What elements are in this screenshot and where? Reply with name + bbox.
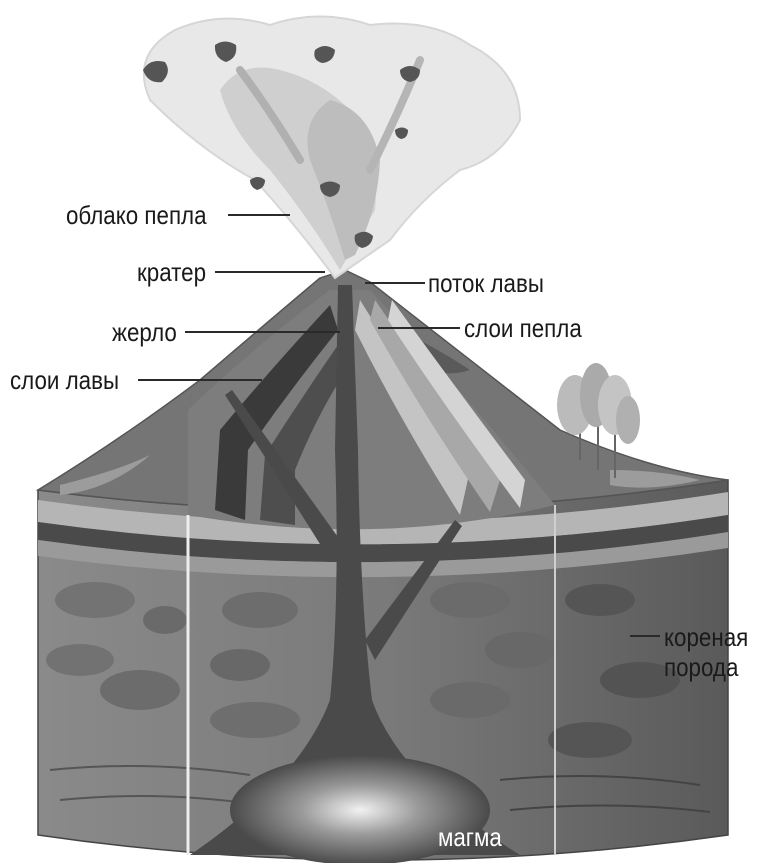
label-lava-layers: слои лавы: [10, 365, 119, 395]
label-vent: жерло: [112, 317, 177, 347]
label-bedrock-line1: кореная: [664, 622, 748, 652]
label-ash-layers: слои пепла: [464, 313, 582, 343]
label-magma: магма: [438, 822, 502, 852]
label-ash-cloud: облако пепла: [66, 200, 207, 230]
label-lava-flow: поток лавы: [428, 268, 544, 298]
ash-cloud: [143, 17, 520, 279]
label-crater: кратер: [137, 257, 206, 287]
label-bedrock-line2: порода: [664, 652, 738, 682]
